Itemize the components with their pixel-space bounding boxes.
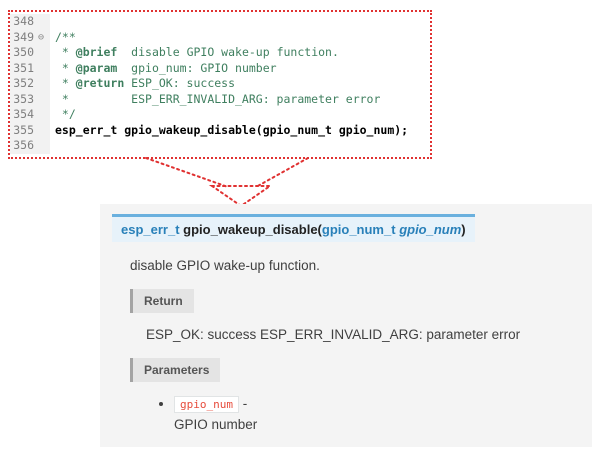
comment-text: *	[55, 45, 76, 59]
return-type-link[interactable]: esp_err_t	[121, 222, 180, 237]
line-number: 352	[13, 76, 34, 90]
param-name: gpio_num	[399, 222, 462, 237]
comment-text: /**	[55, 29, 76, 44]
fold-collapse-icon	[34, 123, 48, 139]
code-content: * ESP_ERR_INVALID_ARG: parameter error	[50, 91, 381, 108]
fold-collapse-icon	[34, 61, 48, 77]
brief-description: disable GPIO wake-up function.	[130, 258, 320, 273]
code-editor[interactable]: 348 349⊖ /** 350 * @brief disable GPIO wa…	[8, 10, 432, 159]
line-number: 353	[13, 91, 34, 106]
code-line: 354 */	[10, 107, 430, 123]
line-number: 349	[13, 29, 34, 44]
fold-collapse-icon	[34, 14, 48, 30]
code-line: 350 * @brief disable GPIO wake-up functi…	[10, 45, 430, 61]
comment-text: gpio_num: GPIO number	[117, 60, 277, 75]
line-number-gutter: 349⊖	[10, 29, 50, 45]
doc-tag: @param	[75, 60, 118, 75]
param-list-item: gpio_num - GPIO number	[174, 396, 580, 432]
line-number-gutter: 352	[10, 76, 50, 92]
line-number-gutter: 351	[10, 60, 50, 77]
code-content: */	[50, 107, 76, 123]
line-number-gutter: 356	[10, 138, 50, 154]
param-list: gpio_num - GPIO number	[158, 396, 580, 432]
line-number: 351	[13, 60, 34, 75]
param-name-chip: gpio_num	[174, 396, 239, 413]
code-content: esp_err_t gpio_wakeup_disable(gpio_num_t…	[50, 123, 408, 139]
comment-text: * ESP_ERR_INVALID_ARG: parameter error	[55, 91, 381, 106]
fold-collapse-icon	[34, 107, 48, 123]
arrow-down-annotation	[145, 157, 309, 208]
line-number: 350	[13, 45, 34, 59]
code-line: 349⊖ /**	[10, 29, 430, 46]
comment-text: */	[55, 107, 76, 121]
function-name: gpio_wakeup_disable	[183, 222, 318, 237]
code-line: 351 * @param gpio_num: GPIO number	[10, 60, 430, 77]
return-section-label: Return	[130, 289, 194, 313]
code-line: 353 * ESP_ERR_INVALID_ARG: parameter err…	[10, 91, 430, 108]
line-number: 348	[13, 14, 34, 28]
code-content: /**	[50, 30, 76, 46]
open-paren: (	[317, 222, 322, 237]
code-line: 352 * @return ESP_OK: success	[10, 76, 430, 92]
function-signature: esp_err_t gpio_wakeup_disable(gpio_num_t…	[112, 214, 475, 242]
code-content: * @brief disable GPIO wake-up function.	[50, 45, 339, 61]
parameters-section-label: Parameters	[130, 358, 221, 382]
comment-text: disable GPIO wake-up function.	[117, 45, 339, 59]
api-doc-panel: esp_err_t gpio_wakeup_disable(gpio_num_t…	[100, 204, 592, 447]
code-content: * @param gpio_num: GPIO number	[50, 61, 277, 77]
code-line: 356	[10, 138, 430, 154]
line-number-gutter: 355	[10, 122, 50, 139]
fold-collapse-icon[interactable]: ⊖	[37, 31, 45, 43]
line-number-gutter: 350	[10, 45, 50, 61]
comment-text: *	[55, 76, 76, 90]
code-text: esp_err_t gpio_wakeup_disable(gpio_num_t…	[55, 122, 409, 137]
fold-collapse-icon	[34, 45, 48, 61]
code-line: 355 esp_err_t gpio_wakeup_disable(gpio_nu…	[10, 122, 430, 139]
code-content	[50, 14, 55, 30]
close-paren: )	[461, 222, 466, 237]
fold-collapse-icon	[34, 76, 48, 92]
doc-tag: @brief	[75, 45, 118, 59]
fold-collapse-icon	[34, 138, 48, 154]
fold-collapse-icon	[34, 92, 48, 108]
comment-text: *	[55, 60, 76, 75]
doc-tag: @return	[75, 76, 125, 90]
param-dash: -	[242, 396, 248, 411]
code-content: * @return ESP_OK: success	[50, 76, 235, 92]
line-number: 354	[13, 107, 34, 121]
line-number: 356	[13, 138, 34, 152]
param-description: GPIO number	[174, 417, 258, 432]
line-number-gutter: 348	[10, 14, 50, 30]
line-number-gutter: 353	[10, 91, 50, 108]
return-description: ESP_OK: success ESP_ERR_INVALID_ARG: par…	[146, 327, 521, 342]
line-number-gutter: 354	[10, 107, 50, 123]
line-number: 355	[13, 122, 34, 137]
comment-text: ESP_OK: success	[124, 76, 236, 90]
param-type-link[interactable]: gpio_num_t	[321, 222, 396, 237]
code-line: 348	[10, 14, 430, 30]
code-content	[50, 138, 55, 154]
